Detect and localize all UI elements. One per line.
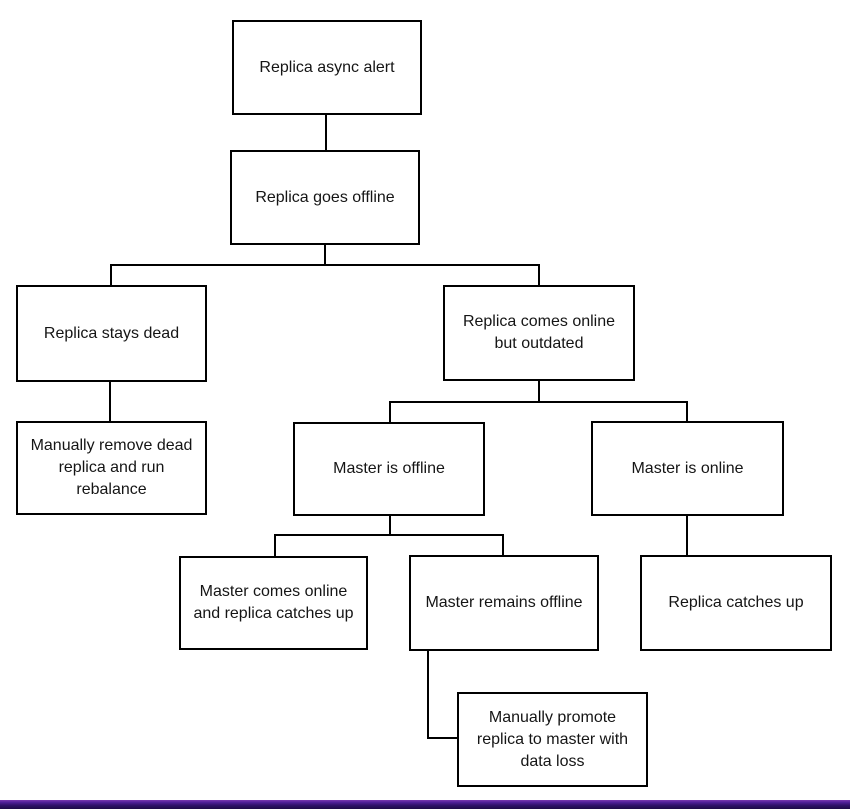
flow-node-replica-online-outdated: Replica comes online but outdated — [443, 285, 635, 381]
connector-segment — [538, 265, 540, 286]
connector-segment — [686, 516, 688, 556]
flow-node-master-is-online: Master is online — [591, 421, 784, 516]
connector-segment — [324, 245, 326, 266]
flow-node-label: Replica stays dead — [43, 324, 180, 342]
flow-node-label: Master is offline — [333, 460, 445, 477]
connector-segment — [389, 516, 391, 536]
connector-segment — [427, 737, 458, 739]
flow-node-label: Master comes online and replica catches … — [193, 583, 354, 622]
connector-segment — [538, 381, 540, 403]
flow-node-replica-async-alert: Replica async alert — [232, 20, 422, 115]
flow-node-manually-remove-replica: Manually remove dead replica and run reb… — [16, 421, 207, 515]
flow-node-label: Master is online — [631, 459, 744, 477]
flow-node-master-remains-offline: Master remains offline — [409, 555, 599, 651]
flow-node-replica-goes-offline: Replica goes offline — [230, 150, 420, 245]
connector-segment — [110, 265, 112, 286]
connector-segment — [274, 535, 276, 557]
flow-node-replica-stays-dead: Replica stays dead — [16, 285, 207, 382]
connector-segment — [427, 651, 429, 739]
flow-node-label: Replica comes online but outdated — [462, 313, 616, 352]
flow-node-label: Manually promote replica to master with … — [476, 708, 629, 770]
flow-node-replica-catches-up: Replica catches up — [640, 555, 832, 651]
flow-node-label: Replica catches up — [668, 594, 804, 611]
connector-segment — [686, 402, 688, 422]
flow-node-label: Replica async alert — [259, 58, 395, 76]
connector-segment — [389, 401, 688, 403]
footer-accent-bar — [0, 800, 850, 809]
connector-segment — [110, 264, 540, 266]
connector-segment — [325, 115, 327, 151]
flow-node-master-is-offline: Master is offline — [293, 422, 485, 516]
flow-node-master-comes-online: Master comes online and replica catches … — [179, 556, 368, 650]
connector-segment — [109, 382, 111, 422]
flow-node-label: Master remains offline — [425, 594, 583, 611]
flow-node-manually-promote-replica: Manually promote replica to master with … — [457, 692, 648, 787]
connector-segment — [502, 535, 504, 556]
connector-segment — [274, 534, 504, 536]
connector-segment — [389, 402, 391, 423]
flow-node-label: Manually remove dead replica and run reb… — [30, 437, 193, 498]
flow-node-label: Replica goes offline — [255, 188, 395, 206]
